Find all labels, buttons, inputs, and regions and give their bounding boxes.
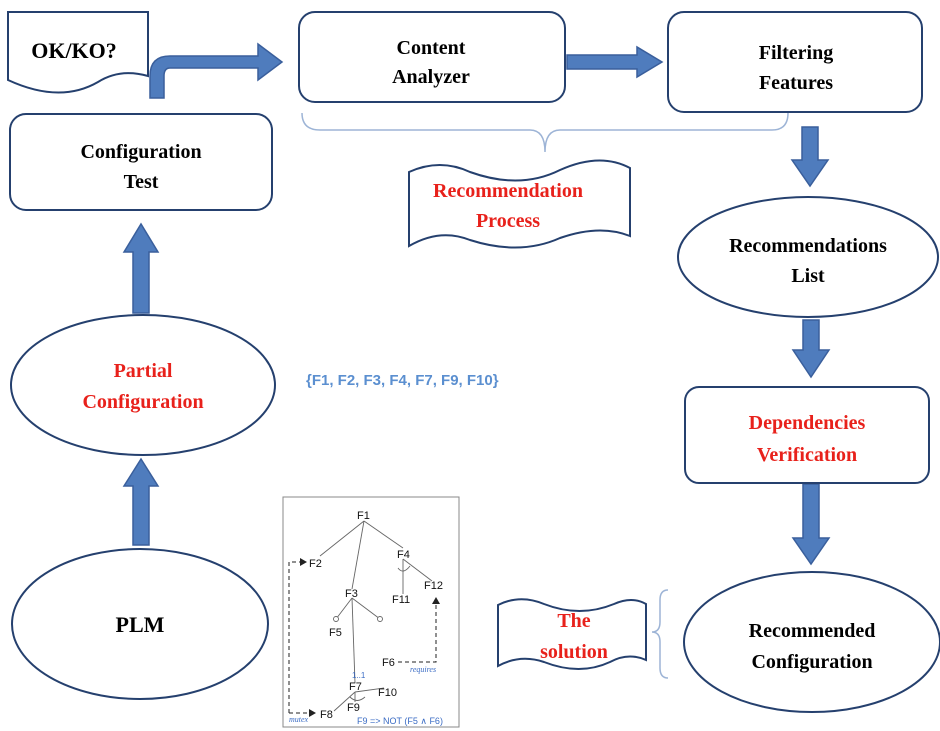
feature-f8: F8 (320, 709, 333, 721)
the-solution-line1: The (557, 610, 590, 632)
feature-model-diagram: F1 F2 F3 F4 F5 F6 F7 F8 F9 F10 F11 F12 1… (282, 496, 460, 728)
recommended-configuration-line2: Configuration (751, 651, 872, 673)
feature-f12: F12 (424, 580, 443, 592)
filtering-features-node: Filtering Features (667, 11, 923, 113)
arrow-filtering-to-list (790, 126, 830, 188)
feature-f7: F7 (349, 681, 362, 693)
recommendations-list-line1: Recommendations (729, 235, 887, 257)
filtering-features-line1: Filtering (759, 42, 833, 64)
constraint-label: F9 => NOT (F5 ∧ F6) (357, 716, 443, 726)
plm-node: PLM (11, 548, 269, 700)
ok-ko-label: OK/KO? (31, 38, 117, 63)
requires-label: requires (410, 665, 436, 674)
configuration-test-line2: Test (124, 171, 159, 193)
partial-configuration-line2: Configuration (82, 391, 203, 413)
recommended-configuration-node: Recommended Configuration (683, 571, 940, 713)
feature-set-label: {F1, F2, F3, F4, F7, F9, F10} (306, 372, 499, 389)
content-analyzer-line1: Content (397, 37, 466, 59)
arrow-partial-to-test (122, 222, 160, 314)
flow-arrows (122, 42, 831, 566)
feature-f5: F5 (329, 627, 342, 639)
feature-labels: F1 F2 F3 F4 F5 F6 F7 F8 F9 F10 F11 F12 (309, 510, 443, 721)
optional-f6-marker (377, 616, 383, 622)
partial-configuration-line1: Partial (114, 360, 173, 382)
recommended-configuration-line1: Recommended (749, 620, 876, 642)
cardinality-label: 1..1 (352, 671, 366, 680)
configuration-test-node: Configuration Test (9, 113, 273, 211)
feature-f2: F2 (309, 558, 322, 570)
mutex-label: mutex (289, 715, 309, 724)
dependencies-verification-line1: Dependencies (749, 412, 866, 434)
feature-tree-edges (319, 520, 433, 712)
arrow-plm-to-partial (122, 457, 160, 546)
configuration-test-line1: Configuration (80, 141, 201, 163)
content-analyzer-line2: Analyzer (392, 66, 470, 88)
recommendations-list-line2: List (791, 265, 825, 287)
partial-configuration-node: Partial Configuration (10, 314, 276, 456)
dependencies-verification-line2: Verification (757, 444, 857, 466)
content-analyzer-node: Content Analyzer (298, 11, 566, 103)
solution-brace (651, 589, 669, 679)
recommendations-list-node: Recommendations List (677, 196, 939, 318)
the-solution-scroll: The solution (497, 598, 647, 670)
optional-f5-marker (333, 616, 339, 622)
feature-f10: F10 (378, 687, 397, 699)
feature-f11: F11 (392, 594, 410, 606)
constraint-lines (288, 558, 440, 717)
recommendation-process-line2: Process (476, 210, 540, 232)
plm-label: PLM (116, 612, 165, 637)
feature-f3: F3 (345, 588, 358, 600)
feature-f9: F9 (347, 702, 360, 714)
feature-f6: F6 (382, 657, 395, 669)
feature-f1: F1 (357, 510, 370, 522)
arrow-list-to-dependencies (791, 319, 831, 379)
filtering-features-line2: Features (759, 72, 833, 94)
recommendation-process-line1: Recommendation (433, 180, 583, 202)
arrow-dependencies-to-recommended (791, 483, 831, 566)
the-solution-line2: solution (540, 641, 608, 663)
arrow-analyzer-to-filtering (566, 45, 664, 79)
ok-ko-scroll: OK/KO? (7, 11, 149, 94)
dependencies-verification-node: Dependencies Verification (684, 386, 930, 484)
recommendation-process-brace (301, 112, 789, 153)
bent-arrow-test-to-analyzer (149, 42, 284, 99)
feature-f4: F4 (397, 549, 410, 561)
recommendation-process-scroll: Recommendation Process (408, 159, 631, 249)
